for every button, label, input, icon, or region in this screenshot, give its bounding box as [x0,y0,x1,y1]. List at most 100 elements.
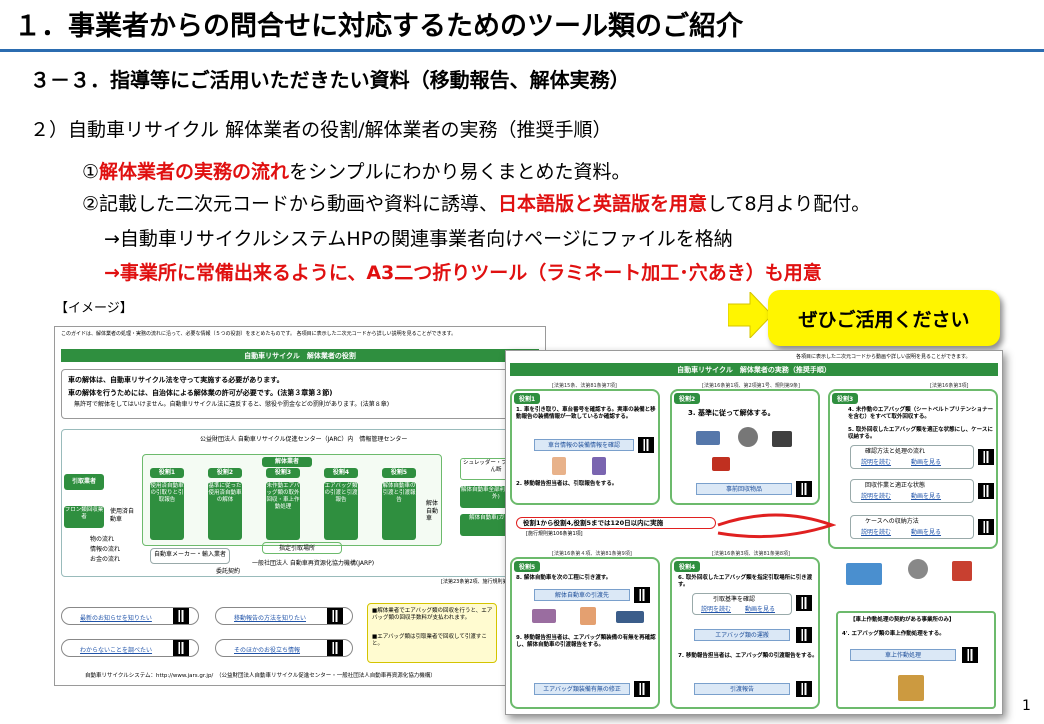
jarp-label: 一般社団法人 自動車再資源化協力機構(JARP) [252,560,375,567]
brochure-practice-top-note: 各項目に表示した二次元コードから動画や詳しい説明を見ることができます。 [796,354,971,360]
role-4-tag: 役割4 [324,468,358,478]
panel-role-3-text2: 5. 取外回収したエアバッグ類を適正な状態にし、ケースに収納する。 [848,427,993,440]
role-3-item-2-title: 回収作業と適正な状態 [865,482,926,489]
panel-role-3-ref: [法第16条第3項] [930,383,969,389]
used-car-label: 使用済自動車 [110,508,135,523]
line-2-highlight: 日本語版と英語版を用意 [498,193,708,215]
person-icon [552,457,566,475]
qr-code-icon [634,681,650,697]
line-1-prefix: ① [82,161,100,183]
info-center: 公益財団法人 自動車リサイクル促進センター（JARC）内 情報管理センター [200,436,408,443]
panel-role-4-link3[interactable]: 引渡報告 [694,683,790,695]
panel-role-4-text2: 7. 移動報告担当者は、エアバッグ類の引渡報告をする。 [678,653,818,659]
maker-label: 自動車メーカー・輸入業者 [154,551,227,558]
role-5-box: 解体自動車の引渡と引渡報告 [382,482,416,540]
read-link[interactable]: 説明を読む [701,606,732,613]
line-2: ②記載した二次元コードから動画や資料に誘導、日本語版と英語版を用意して8月より配… [82,189,870,216]
role-3-box: 未作動エアバッグ類の取外回収・車上作動処理 [266,482,300,540]
qr-code-icon [962,647,978,663]
role-5-tag: 役割5 [382,468,416,478]
link-other-info-label: そのほかのお役立ち情報 [234,647,301,654]
qr-code-icon [978,519,994,535]
panel-role-1-text1: 1. 車を引き取り、車台番号を確認する。実車の装備と移動報告の装備情報が一致して… [516,407,656,420]
panel-role-2-link[interactable]: 事前回収物品 [696,483,792,495]
rule-bullet-2b: 無許可で解体をしてはいけません。自動車リサイクル法に違反すると、懲役や罰金などの… [74,401,390,408]
maker-box: 自動車メーカー・輸入業者 [150,548,230,564]
onboard-link[interactable]: 車上作動処理 [850,649,956,661]
video-link[interactable]: 動画を見る [911,459,942,466]
video-link[interactable]: 動画を見る [911,529,942,536]
page-number: 1 [1022,698,1031,714]
qr-code-icon [796,627,812,643]
panel-role-4-tag: 役割4 [674,561,701,572]
panel-role-3-tag: 役割3 [832,393,859,404]
panel-role-4-link2[interactable]: エアバッグ類の運搬 [694,629,790,641]
onboard-box: 【車上作動処理の契約がある事業所のみ】 4'. エアバッグ類の車上作動処理をする… [836,611,996,709]
note-1: ■解体業者でエアバッグ類の回収を行うと、エアバッグ類の回収手数料が支払われます。 [372,608,493,621]
read-link[interactable]: 説明を読む [861,459,892,466]
qr-code-icon [327,608,343,624]
actor-hikitori: 引取業者 [64,474,104,490]
brochure-practice: 各項目に表示した二次元コードから動画や詳しい説明を見ることができます。 自動車リ… [505,350,1003,715]
line-1-suffix: をシンプルにわかり易くまとめた資料。 [289,161,631,183]
read-link[interactable]: 説明を読む [861,529,892,536]
deadline-banner-text: 役割1から役割4,役割5までは120日以内に実施 [523,519,664,527]
line-4-highlight: →事業所に常備出来るように、A3二つ折りツール（ラミネート加工･穴あき）も用意 [104,262,822,284]
section-subtitle: ３－３．指導等にご活用いただきたい資料（移動報告、解体実務） [30,68,630,92]
link-report-method[interactable]: 移動報告の方法を知りたい [215,607,353,625]
role-3-item-3-title: ケースへの収納方法 [865,518,919,525]
role-3-item-3: ケースへの収納方法 説明を読む 動画を見る [850,515,974,539]
panel-role-5-link[interactable]: 解体自動車の引渡先 [534,589,630,601]
title-rule [0,49,1044,52]
dismantler-label: 解体業者 [262,457,312,467]
onboard-title: 【車上作動処理の契約がある事業所のみ】 [850,617,955,623]
panel-role-1-text2: 2. 移動報告担当者は、引取報告をする。 [516,481,618,487]
brochure-roles-intro: このガイドは、解体業者の処理・実務の流れに沿って、必要な情報（５つの役割）をまと… [61,331,457,337]
link-news[interactable]: 最新のお知らせを知りたい [61,607,199,625]
airbag-icon [908,559,928,579]
line-1-highlight: 解体業者の実務の流れ [99,161,290,183]
panel-role-5: 役割5 [法第16条第４項、法第81条第9項] 8. 解体自動車を次の工程に引き… [510,551,660,709]
link-search[interactable]: わからないことを調べたい [61,639,199,657]
panel-role-5-link2[interactable]: エアバッグ類装備有無の修正 [534,683,630,695]
panel-role-3: 役割3 [法第16条第3項] 4. 未作動のエアバッグ類（シートベルトプリテンシ… [828,383,998,549]
role-3-item-1-title: 確認方法と処理の流れ [865,448,926,455]
note-box: ■解体業者でエアバッグ類の回収を行うと、エアバッグ類の回収手数料が支払われます。… [367,603,497,663]
car-icon [846,563,882,585]
link-search-label: わからないことを調べたい [80,647,153,654]
consign-label: 委託契約 [216,568,241,575]
designated-label: 指定引取場所 [279,545,316,552]
flow-diagram: 公益財団法人 自動車リサイクル促進センター（JARC）内 情報管理センター 解体… [61,429,539,577]
panel-role-1-ref: [法第15条、法第81条第7項] [552,383,617,389]
panel-role-4-ref: [法第16条第3項、法第81条第8項] [712,551,790,557]
panel-role-4-text1: 6. 取外回収したエアバッグ類を指定引取場所に引き渡す。 [678,575,813,588]
panel-role-5-text2: 9. 移動報告担当者は、エアバッグ類装備の有無を再確認し、解体自動車の引渡報告を… [516,635,656,648]
panel-role-4-link: 引取基準を確認 [713,596,756,603]
panel-role-3-text1: 4. 未作動のエアバッグ類（シートベルトプリテンショナーを含む）をすべて取外回収… [848,407,994,420]
video-link[interactable]: 動画を見る [745,606,776,613]
case-icon [952,561,972,581]
panel-role-1-link[interactable]: 車台情報の装備情報を確認 [534,439,634,451]
line-2-suffix: して8月より配付。 [707,193,871,215]
link-other-info[interactable]: そのほかのお役立ち情報 [215,639,353,657]
rule-bullet-2: 車の解体を行うためには、自治体による解体業の許可が必要です。(法第３章第３節) [68,389,333,397]
ship-icon [616,611,644,623]
battery-icon [772,431,792,447]
line-2-prefix: ②記載した二次元コードから動画や資料に誘導、 [82,193,499,215]
worker-icon [898,675,924,701]
panel-role-1-tag: 役割1 [514,393,541,404]
role-3-item-2: 回収作業と適正な状態 説明を読む 動画を見る [850,479,974,503]
read-link[interactable]: 説明を読む [861,493,892,500]
qr-code-icon [796,681,812,697]
video-link[interactable]: 動画を見る [911,493,942,500]
onboard-text: 4'. エアバッグ類の車上作動処理をする。 [842,631,945,637]
panel-role-2-tag: 役割2 [674,393,701,404]
qr-code-icon [978,483,994,499]
panel-role-1: 役割1 [法第15条、法第81条第7項] 1. 車を引き取り、車台番号を確認する… [510,383,660,505]
point-2-heading: ２）自動車リサイクル 解体業者の役割/解体業者の実務（推奨手順） [30,119,612,141]
panel-role-2: 役割2 [法第16条第1項、第2項第1号、規則第9条] 3. 基準に従って解体す… [670,383,820,505]
role-1-tag: 役割1 [150,468,184,478]
panel-role-5-ref: [法第16条第４項、法第81条第9項] [552,551,632,557]
brochure-roles: このガイドは、解体業者の処理・実務の流れに沿って、必要な情報（５つの役割）をまと… [54,326,546,686]
